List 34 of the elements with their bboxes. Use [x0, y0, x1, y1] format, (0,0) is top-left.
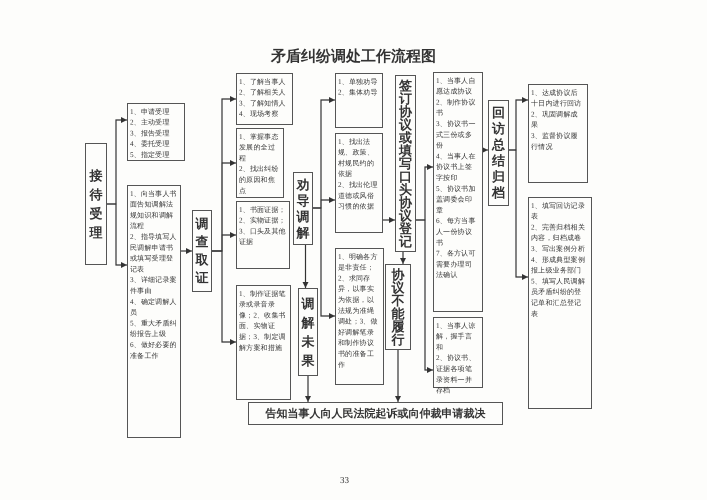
arrow	[302, 245, 308, 288]
page-number: 33	[340, 475, 349, 485]
step-box: 回访总结归档	[488, 100, 509, 206]
detail-box	[335, 133, 383, 233]
arrow	[313, 207, 335, 319]
arrow	[509, 149, 528, 280]
arrow	[482, 147, 488, 153]
arrow	[400, 252, 406, 264]
detail-box	[236, 128, 284, 198]
step-box: 协议不能履行	[385, 264, 411, 350]
arrow	[107, 203, 127, 268]
arrow	[212, 250, 236, 345]
detail-box	[335, 73, 383, 128]
arrow	[181, 248, 192, 254]
detail-box	[528, 84, 588, 183]
step-box: 劝导调解	[293, 172, 313, 245]
step-box: 调解未果	[298, 288, 318, 376]
detail-box	[528, 197, 592, 409]
step-box: 接待受理	[85, 143, 107, 265]
step-box: 调查取证	[192, 210, 212, 292]
outcome-box: 告知当事人向人民法院起诉或向仲裁申请裁决	[248, 402, 503, 425]
title: 矛盾纠纷调处工作流程图	[270, 47, 437, 66]
detail-box	[236, 285, 291, 400]
detail-box	[236, 73, 293, 125]
detail-box	[335, 248, 384, 385]
step-box: 签订协议或填写口头协议登记	[395, 75, 416, 252]
arrow	[416, 219, 433, 373]
arrow	[395, 350, 401, 402]
detail-box	[433, 72, 483, 312]
arrow	[305, 376, 311, 402]
arrow	[383, 217, 395, 223]
detail-box	[127, 103, 185, 161]
detail-box	[127, 185, 181, 438]
detail-box	[236, 201, 290, 269]
